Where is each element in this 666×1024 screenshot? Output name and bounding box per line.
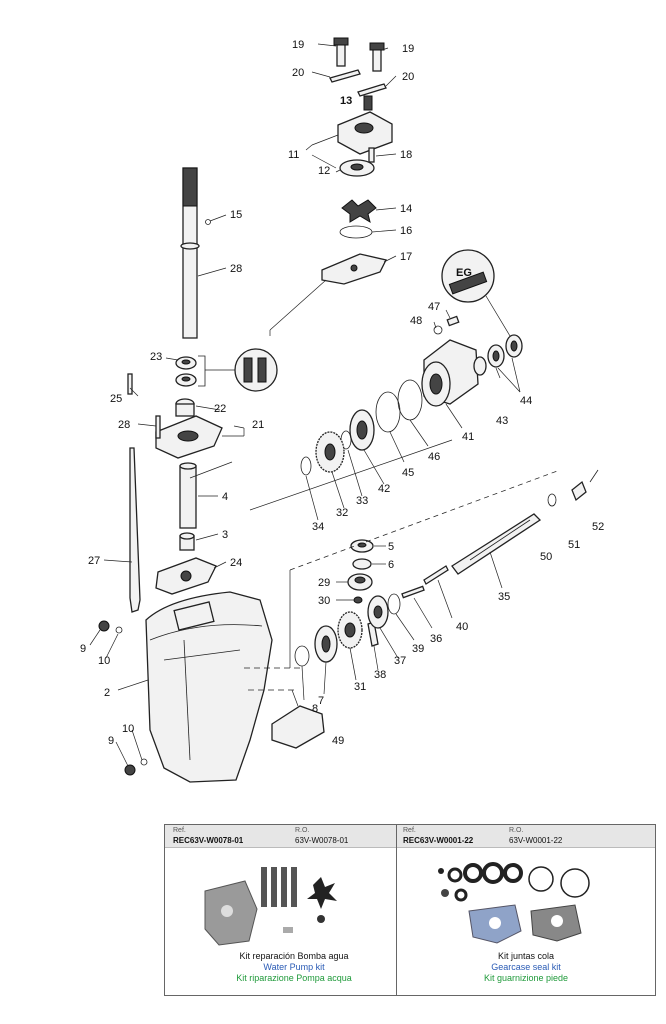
callout-label: 25 (110, 393, 122, 405)
ro-value: 63V-W0001-22 (509, 836, 563, 845)
callout-label: 11 (288, 149, 299, 161)
callout-label: 14 (400, 203, 412, 215)
kit-name-es: Kit reparación Bomba agua (239, 951, 349, 961)
ro-label: R.O. (295, 827, 310, 834)
callout-label: 52 (592, 521, 604, 533)
callout-label: 47 (428, 301, 440, 313)
ro-value: 63V-W0078-01 (295, 836, 349, 845)
kit-card-gearcase-seal[interactable]: Ref. R.O. REC63V-W0001-22 63V-W0001-22 K… (396, 824, 656, 996)
callout-label: 37 (394, 655, 406, 667)
callout-label: 8 (312, 703, 318, 715)
gearcase-seal-kit-image (438, 862, 590, 944)
callout-label: 21 (252, 419, 264, 431)
callout-label: 50 (540, 551, 552, 563)
anode-group (248, 689, 325, 749)
callout-label: 48 (410, 315, 422, 327)
callout-label: 29 (318, 577, 330, 589)
handwritten-eg: EG (456, 267, 472, 279)
callout-labels: 19 19 20 20 13 11 12 18 14 16 17 15 28 4… (80, 39, 604, 747)
water-pump-kit-image (204, 867, 337, 946)
ref-value: REC63V-W0001-22 (403, 836, 474, 845)
callout-label: 9 (108, 735, 114, 747)
callout-label: 38 (374, 669, 386, 681)
callout-label: 23 (150, 351, 162, 363)
callout-label: 19 (402, 43, 414, 55)
callout-label: 39 (412, 643, 424, 655)
callout-label: 44 (520, 395, 532, 407)
callout-label: 5 (388, 541, 394, 553)
callout-label: 4 (222, 491, 228, 503)
callout-label: 20 (402, 71, 414, 83)
callout-label: 41 (462, 431, 474, 443)
upper-case-group (103, 348, 278, 613)
lower-housing-group (89, 591, 300, 783)
callout-label: 9 (80, 643, 86, 655)
callout-label: 10 (122, 723, 134, 735)
ref-label: Ref. (403, 827, 416, 834)
callout-label: 49 (332, 735, 344, 747)
callout-label: 28 (230, 263, 242, 275)
callout-label: 18 (400, 149, 412, 161)
handwritten-13: 13 (340, 95, 352, 107)
kit-header: Ref. R.O. REC63V-W0001-22 63V-W0001-22 (397, 825, 655, 848)
callout-label: 2 (104, 687, 110, 699)
callout-label: 36 (430, 633, 442, 645)
ref-value: REC63V-W0078-01 (173, 836, 244, 845)
callout-label: 51 (568, 539, 580, 551)
callout-label: 33 (356, 495, 368, 507)
callout-label: 35 (498, 591, 510, 603)
callout-label: 30 (318, 595, 330, 607)
callout-label: 42 (378, 483, 390, 495)
callout-label: 40 (456, 621, 468, 633)
callout-label: 15 (230, 209, 242, 221)
callout-label: 16 (400, 225, 412, 237)
callout-label: 32 (336, 507, 348, 519)
callout-label: 6 (388, 559, 394, 571)
callout-label: 3 (222, 529, 228, 541)
ro-label: R.O. (509, 827, 524, 834)
ref-label: Ref. (173, 827, 186, 834)
callout-label: 19 (292, 39, 304, 51)
kit-name-it: Kit riparazione Pompa acqua (236, 973, 352, 983)
callout-label: 17 (400, 251, 412, 263)
callout-label: 27 (88, 555, 100, 567)
callout-label: 46 (428, 451, 440, 463)
callout-label: 28 (118, 419, 130, 431)
kit-card-water-pump[interactable]: Ref. R.O. REC63V-W0078-01 63V-W0078-01 K… (164, 824, 424, 996)
exploded-parts-diagram: 19 19 20 20 13 11 12 18 14 16 17 15 28 4… (80, 37, 604, 783)
callout-label: 12 (318, 165, 330, 177)
callout-label: 31 (354, 681, 366, 693)
kit-name-es: Kit juntas cola (497, 951, 555, 961)
callout-label: 43 (496, 415, 508, 427)
water-pump-group (269, 37, 397, 336)
kit-name-en: Water Pump kit (263, 962, 325, 972)
kit-name-en: Gearcase seal kit (491, 962, 561, 972)
driveshaft-group (180, 167, 227, 339)
propshaft-group (249, 249, 599, 701)
kit-description: Kit reparación Bomba agua Water Pump kit… (165, 951, 423, 984)
kit-name-it: Kit guarnizione piede (483, 973, 569, 983)
callout-label: 34 (312, 521, 324, 533)
callout-label: 10 (98, 655, 110, 667)
callout-label: 20 (292, 67, 304, 79)
kit-description: Kit juntas cola Gearcase seal kit Kit gu… (397, 951, 655, 984)
kit-header: Ref. R.O. REC63V-W0078-01 63V-W0078-01 (165, 825, 423, 848)
callout-label: 22 (214, 403, 226, 415)
callout-label: 24 (230, 557, 242, 569)
callout-label: 45 (402, 467, 414, 479)
callout-label: 7 (318, 695, 324, 707)
